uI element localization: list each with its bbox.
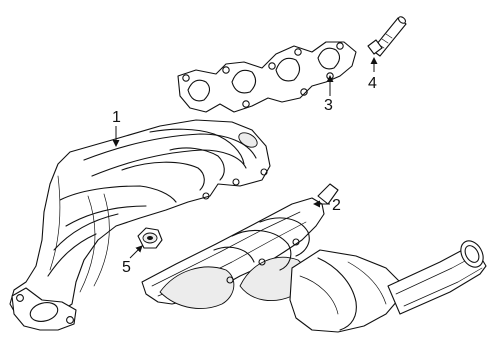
callout-label-2: 2 bbox=[332, 197, 341, 214]
callout-label-3: 3 bbox=[324, 97, 333, 114]
manifold-gasket bbox=[177, 41, 357, 113]
callout-2: 2 bbox=[313, 197, 341, 214]
stud-bolt bbox=[367, 16, 407, 57]
callout-4: 4 bbox=[368, 57, 378, 92]
callout-label-1: 1 bbox=[112, 109, 121, 126]
callout-label-4: 4 bbox=[368, 75, 377, 92]
callout-1: 1 bbox=[112, 109, 121, 147]
callout-label-5: 5 bbox=[122, 259, 131, 276]
nut bbox=[137, 227, 163, 249]
exhaust-manifold-right bbox=[141, 183, 487, 333]
exhaust-manifold-left bbox=[9, 119, 271, 331]
callout-3: 3 bbox=[324, 75, 334, 114]
callout-5: 5 bbox=[122, 245, 143, 276]
